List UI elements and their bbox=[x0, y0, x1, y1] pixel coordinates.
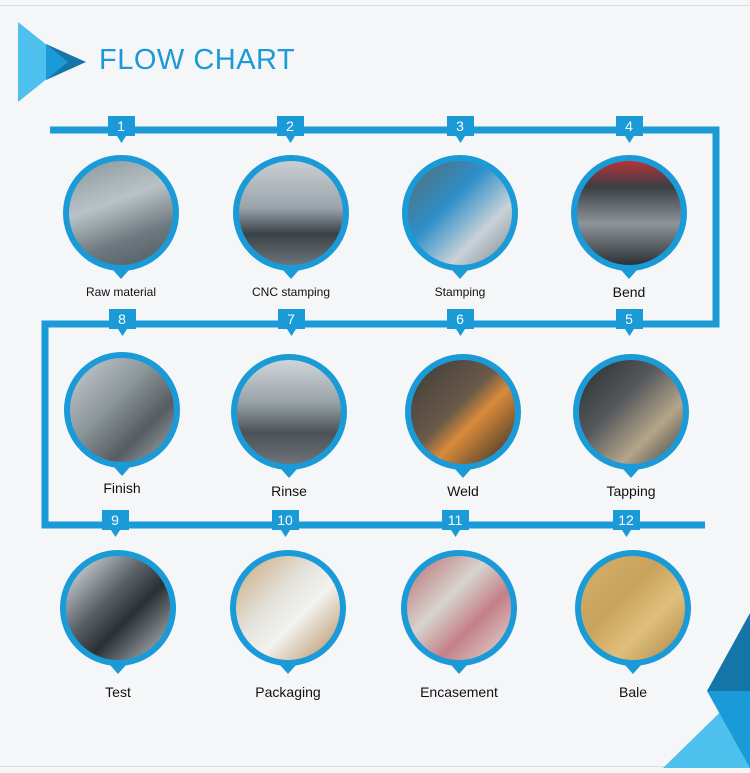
step-photo-2 bbox=[233, 155, 349, 271]
step-photo-1 bbox=[63, 155, 179, 271]
step-number: 9 bbox=[102, 512, 129, 528]
photo-pointer-icon bbox=[114, 467, 130, 476]
step-label: Packaging bbox=[213, 684, 363, 700]
step-label: Weld bbox=[388, 483, 538, 499]
photo-pointer-icon bbox=[110, 665, 126, 674]
step-label: Rinse bbox=[214, 483, 364, 499]
photo-pointer-icon bbox=[455, 469, 471, 478]
step-photo-5 bbox=[573, 354, 689, 470]
step-number-badge-4: 4 bbox=[616, 116, 643, 140]
step-label: Test bbox=[43, 684, 193, 700]
corner-triangle-decoration bbox=[663, 613, 750, 768]
step-number-badge-8: 8 bbox=[109, 309, 136, 333]
step-photo-4 bbox=[571, 155, 687, 271]
step-label: Raw material bbox=[46, 285, 196, 299]
photo-pointer-icon bbox=[621, 270, 637, 279]
step-number-badge-11: 11 bbox=[442, 510, 469, 534]
step-number-badge-12: 12 bbox=[613, 510, 640, 534]
step-number: 7 bbox=[278, 311, 305, 327]
step-number: 8 bbox=[109, 311, 136, 327]
step-number: 3 bbox=[447, 118, 474, 134]
photo-pointer-icon bbox=[623, 469, 639, 478]
step-photo-10 bbox=[230, 550, 346, 666]
step-number-badge-10: 10 bbox=[272, 510, 299, 534]
step-number: 12 bbox=[613, 512, 640, 528]
step-label: Stamping bbox=[385, 285, 535, 299]
step-number-badge-7: 7 bbox=[278, 309, 305, 333]
step-number-badge-5: 5 bbox=[616, 309, 643, 333]
photo-pointer-icon bbox=[452, 270, 468, 279]
step-photo-3 bbox=[402, 155, 518, 271]
step-number-badge-2: 2 bbox=[277, 116, 304, 140]
step-number: 5 bbox=[616, 311, 643, 327]
step-photo-6 bbox=[405, 354, 521, 470]
step-number-badge-6: 6 bbox=[447, 309, 474, 333]
step-number-badge-3: 3 bbox=[447, 116, 474, 140]
step-number: 2 bbox=[277, 118, 304, 134]
photo-pointer-icon bbox=[113, 270, 129, 279]
photo-pointer-icon bbox=[451, 665, 467, 674]
step-number-badge-9: 9 bbox=[102, 510, 129, 534]
step-label: Encasement bbox=[384, 684, 534, 700]
step-label: Bend bbox=[554, 284, 704, 300]
step-photo-8 bbox=[64, 352, 180, 468]
step-photo-7 bbox=[231, 354, 347, 470]
step-label: Tapping bbox=[556, 483, 706, 499]
step-number: 11 bbox=[442, 512, 469, 528]
step-photo-11 bbox=[401, 550, 517, 666]
step-number: 10 bbox=[272, 512, 299, 528]
step-photo-9 bbox=[60, 550, 176, 666]
photo-pointer-icon bbox=[283, 270, 299, 279]
step-label: Finish bbox=[47, 480, 197, 496]
step-number: 1 bbox=[108, 118, 135, 134]
photo-pointer-icon bbox=[625, 665, 641, 674]
photo-pointer-icon bbox=[281, 469, 297, 478]
step-number-badge-1: 1 bbox=[108, 116, 135, 140]
photo-pointer-icon bbox=[280, 665, 296, 674]
step-number: 6 bbox=[447, 311, 474, 327]
step-label: CNC stamping bbox=[216, 285, 366, 299]
step-number: 4 bbox=[616, 118, 643, 134]
